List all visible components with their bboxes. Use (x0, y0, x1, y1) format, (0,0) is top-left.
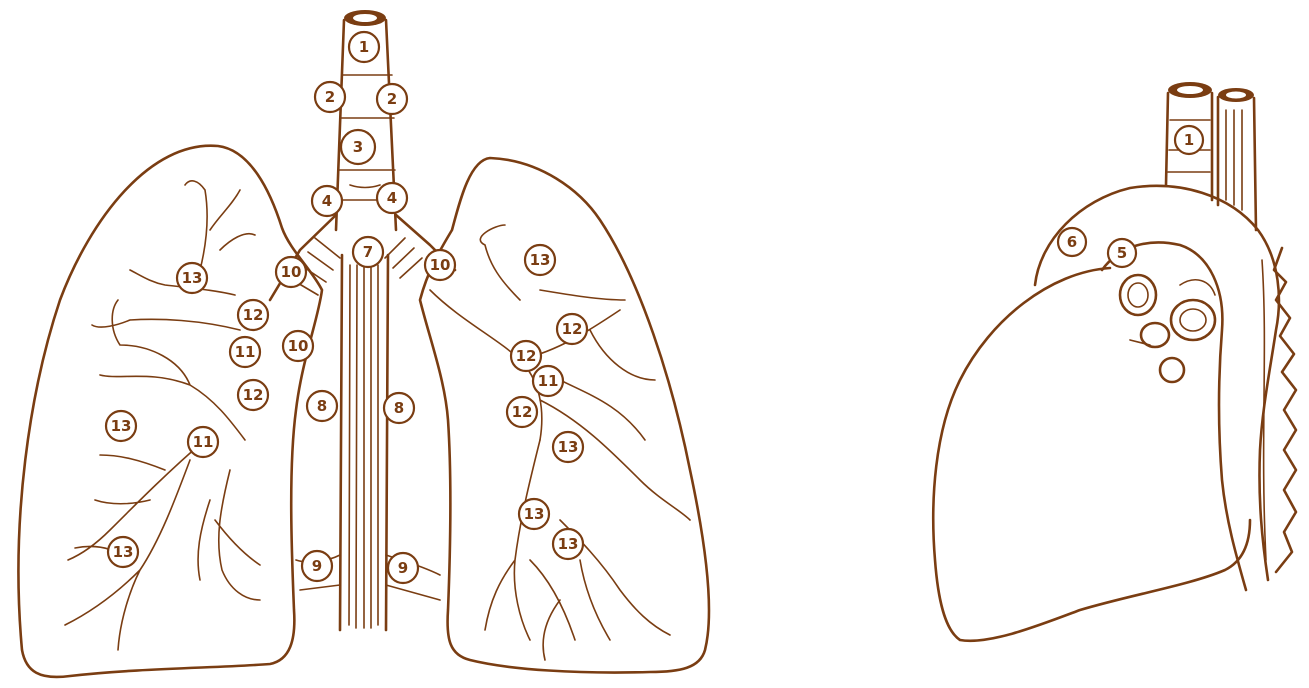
svg-text:11: 11 (235, 343, 256, 361)
svg-text:1: 1 (1184, 131, 1194, 149)
svg-text:9: 9 (312, 557, 322, 575)
label-4-left: 4 (312, 186, 342, 216)
label-8-right: 8 (384, 393, 414, 423)
svg-text:12: 12 (243, 386, 264, 404)
label-11-c: 11 (533, 366, 563, 396)
label-13-c: 13 (108, 537, 138, 567)
svg-text:12: 12 (562, 320, 583, 338)
esophagus (340, 255, 388, 630)
svg-text:7: 7 (363, 243, 373, 261)
side-label-6: 6 (1058, 228, 1086, 256)
svg-text:12: 12 (512, 403, 533, 421)
svg-text:13: 13 (182, 269, 203, 287)
label-7: 7 (353, 237, 383, 267)
svg-text:11: 11 (193, 433, 214, 451)
label-8-left: 8 (307, 391, 337, 421)
label-12-c: 12 (557, 314, 587, 344)
side-view: 1 6 5 (933, 82, 1296, 641)
svg-text:12: 12 (243, 306, 264, 324)
svg-text:13: 13 (558, 535, 579, 553)
svg-text:4: 4 (387, 189, 397, 207)
label-1: 1 (349, 32, 379, 62)
svg-text:10: 10 (288, 337, 309, 355)
label-11-b: 11 (188, 427, 218, 457)
label-12-a: 12 (238, 300, 268, 330)
label-13-f: 13 (519, 499, 549, 529)
label-13-b: 13 (106, 411, 136, 441)
svg-text:2: 2 (387, 90, 397, 108)
svg-text:13: 13 (113, 543, 134, 561)
svg-text:4: 4 (322, 192, 332, 210)
left-lung (18, 146, 322, 677)
label-9-right: 9 (388, 553, 418, 583)
side-trachea (1166, 82, 1256, 230)
front-view: 1 2 2 3 4 4 7 10 10 12 11 10 13 12 11 13… (18, 10, 709, 677)
label-2-left: 2 (315, 82, 345, 112)
svg-text:5: 5 (1117, 244, 1127, 262)
label-13-e: 13 (553, 432, 583, 462)
label-10-right: 10 (425, 250, 455, 280)
label-11-a: 11 (230, 337, 260, 367)
svg-text:13: 13 (558, 438, 579, 456)
svg-text:1: 1 (359, 38, 369, 56)
svg-text:12: 12 (516, 347, 537, 365)
svg-text:2: 2 (325, 88, 335, 106)
svg-text:13: 13 (524, 505, 545, 523)
label-13-a: 13 (177, 263, 207, 293)
side-nodes (1120, 275, 1215, 382)
svg-text:10: 10 (430, 256, 451, 274)
label-4-right: 4 (377, 183, 407, 213)
label-3: 3 (341, 130, 375, 164)
label-13-g: 13 (553, 529, 583, 559)
label-12-b: 12 (238, 380, 268, 410)
side-lung-outline (933, 268, 1250, 641)
label-9-left: 9 (302, 551, 332, 581)
svg-text:9: 9 (398, 559, 408, 577)
label-13-d: 13 (525, 245, 555, 275)
side-label-1: 1 (1175, 126, 1203, 154)
svg-text:6: 6 (1067, 233, 1077, 251)
svg-text:13: 13 (530, 251, 551, 269)
svg-text:3: 3 (353, 138, 363, 156)
svg-text:8: 8 (317, 397, 327, 415)
svg-text:13: 13 (111, 417, 132, 435)
right-lung (420, 158, 709, 673)
front-labels: 1 2 2 3 4 4 7 10 10 12 11 10 13 12 11 13… (106, 32, 587, 583)
svg-text:8: 8 (394, 399, 404, 417)
label-12-e: 12 (507, 397, 537, 427)
label-10-left: 10 (276, 257, 306, 287)
label-12-d: 12 (511, 341, 541, 371)
side-esophagus (1274, 248, 1296, 572)
side-label-5: 5 (1108, 239, 1136, 267)
label-10-lower: 10 (283, 331, 313, 361)
svg-text:11: 11 (538, 372, 559, 390)
label-2-right: 2 (377, 84, 407, 114)
aortic-inner (1102, 242, 1246, 590)
svg-text:10: 10 (281, 263, 302, 281)
